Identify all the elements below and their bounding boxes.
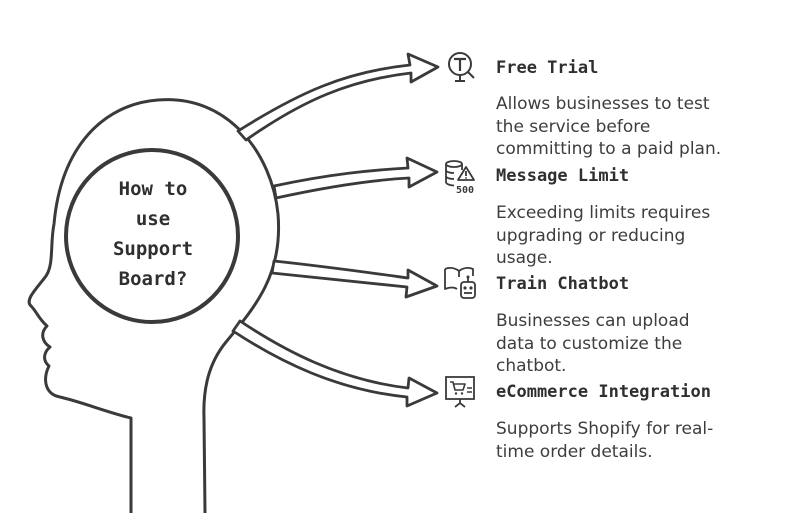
- title-message-limit: Message Limit: [496, 166, 630, 186]
- title-ecommerce: eCommerce Integration: [496, 382, 711, 402]
- desc-train-chatbot: Businesses can upload data to customize …: [496, 311, 690, 376]
- center-question: How to use Support Board?: [112, 178, 194, 290]
- title-train-chatbot: Train Chatbot: [496, 274, 630, 294]
- arrow-ecommerce: [231, 319, 439, 408]
- arrow-train-chatbot: [270, 259, 439, 299]
- arrow-message-limit: [272, 156, 439, 200]
- arrow-free-trial: [236, 52, 440, 142]
- desc-free-trial: Allows businesses to test the service be…: [496, 94, 722, 159]
- desc-message-limit: Exceeding limits requires upgrading or r…: [496, 203, 711, 268]
- database-limit-icon: 500: [445, 160, 475, 194]
- book-robot-icon: [444, 267, 476, 299]
- cart-board-icon: [445, 376, 475, 408]
- title-free-trial: Free Trial: [496, 58, 599, 78]
- limit-value-text: 500: [456, 185, 474, 194]
- desc-ecommerce: Supports Shopify for real- time order de…: [496, 419, 714, 462]
- magnifier-text-icon: [448, 52, 475, 82]
- center-circle: [64, 148, 240, 324]
